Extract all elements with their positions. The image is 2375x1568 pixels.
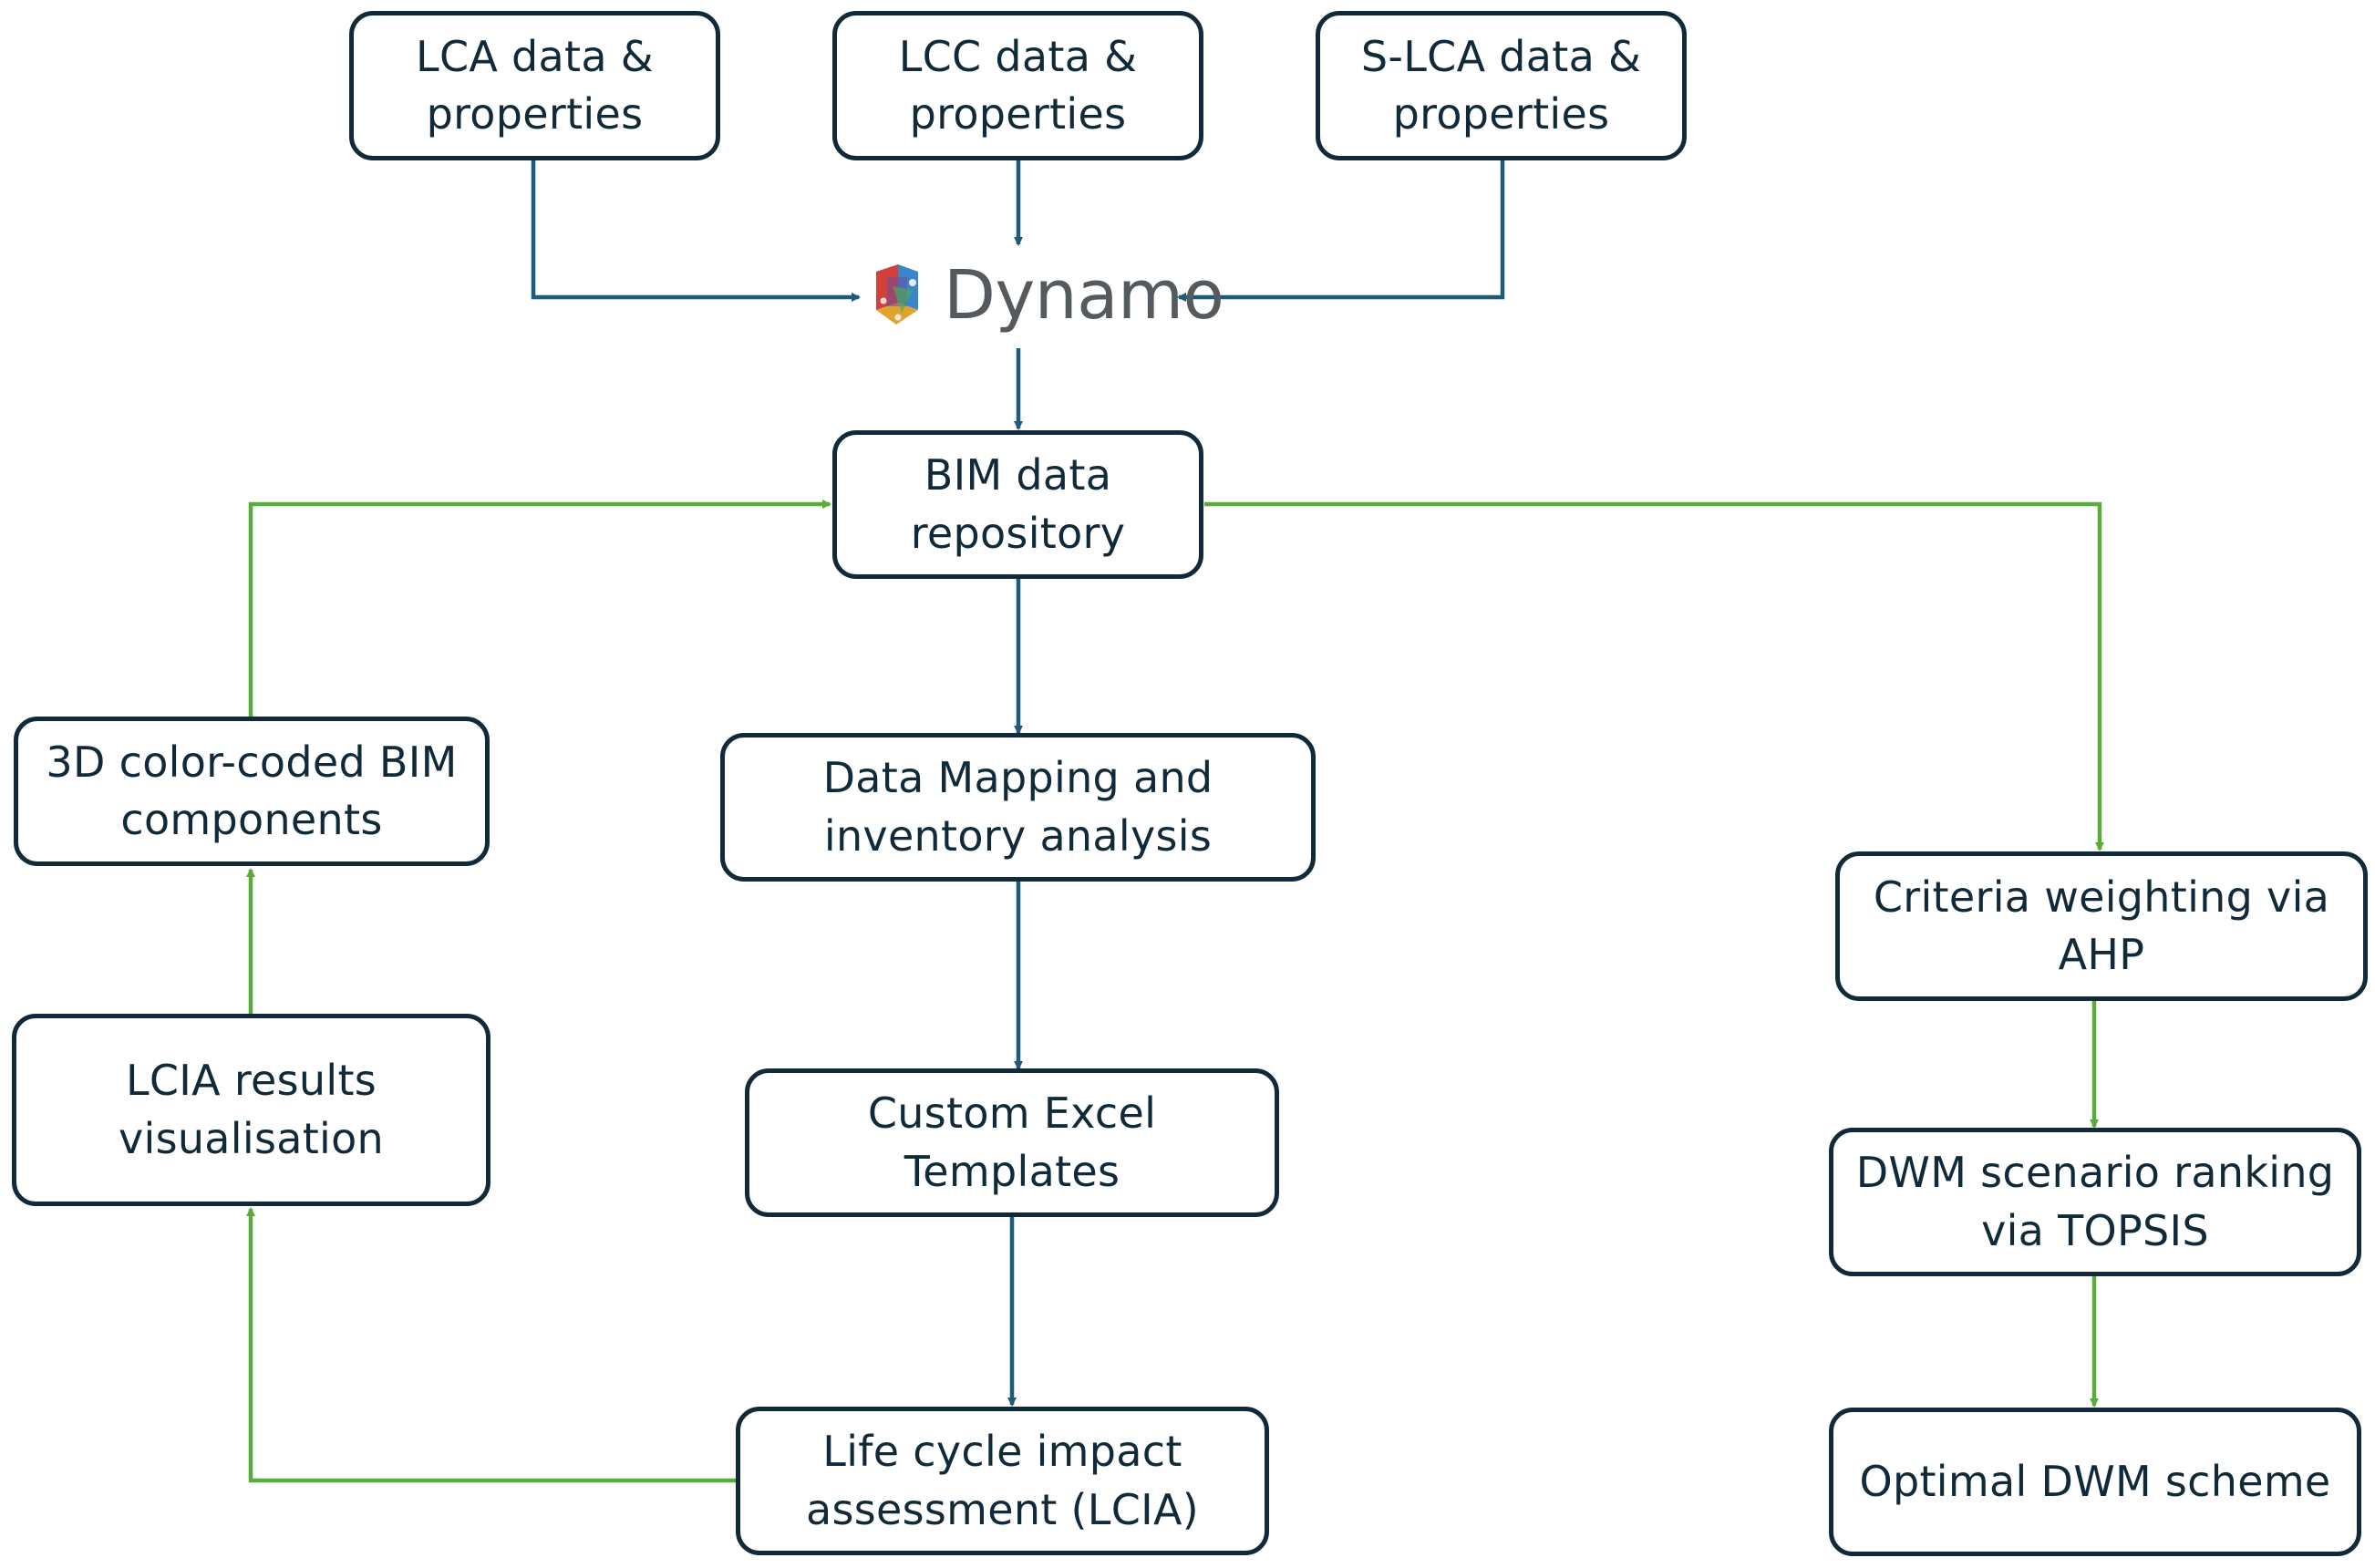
lca-line-2: properties xyxy=(426,89,644,139)
slca-data-box: S-LCA data & properties xyxy=(1316,11,1687,160)
lcc-line-2: properties xyxy=(909,89,1127,139)
arrow-bim3d-to-bim xyxy=(248,500,831,717)
slca-line-1: S-LCA data & xyxy=(1360,31,1642,81)
mapping-line-1: Data Mapping and xyxy=(822,753,1213,803)
lcia-box: Life cycle impact assessment (LCIA) xyxy=(736,1407,1269,1555)
data-mapping-box: Data Mapping and inventory analysis xyxy=(720,733,1316,882)
bim-line-2: repository xyxy=(910,508,1126,558)
optimal-dwm-scheme-box: Optimal DWM scheme xyxy=(1829,1408,2361,1556)
topsis-line-1: DWM scenario ranking xyxy=(1855,1148,2335,1198)
dynamo-logo-label: Dynamo xyxy=(944,256,1224,335)
bim3d-line-2: components xyxy=(120,795,383,844)
excel-line-1: Custom Excel xyxy=(867,1088,1157,1139)
dynamo-logo-icon xyxy=(876,264,918,325)
lca-data-box: LCA data & properties xyxy=(349,11,720,160)
arrow-lca-to-dynamo xyxy=(531,160,861,302)
bim-line-1: BIM data xyxy=(924,450,1112,500)
ahp-line-2: AHP xyxy=(2058,930,2145,979)
lcc-data-box: LCC data & properties xyxy=(832,11,1203,160)
mapping-line-2: inventory analysis xyxy=(823,810,1213,861)
bim3d-line-1: 3D color-coded BIM xyxy=(46,737,458,787)
slca-line-2: properties xyxy=(1392,89,1610,139)
lcia-line-2: assessment (LCIA) xyxy=(805,1484,1200,1534)
ahp-line-1: Criteria weighting via xyxy=(1873,872,2330,922)
dynamo-logo: Dynamo xyxy=(871,255,1224,335)
topsis-box: DWM scenario ranking via TOPSIS xyxy=(1829,1128,2361,1276)
vis-line-2: visualisation xyxy=(118,1113,385,1163)
topsis-line-2: via TOPSIS xyxy=(1981,1205,2209,1255)
lcia-visualisation-box: LCIA results visualisation xyxy=(12,1014,490,1206)
optimal-line-1: Optimal DWM scheme xyxy=(1859,1456,2331,1506)
lca-line-1: LCA data & xyxy=(416,31,654,81)
arrow-bim-to-ahp xyxy=(1204,501,2104,851)
excel-line-2: Templates xyxy=(904,1146,1120,1196)
lcc-line-1: LCC data & xyxy=(898,31,1138,81)
bim-data-repository-box: BIM data repository xyxy=(832,430,1203,579)
bim-3d-components-box: 3D color-coded BIM components xyxy=(14,717,490,866)
vis-line-1: LCIA results xyxy=(125,1056,377,1106)
arrow-lcia-to-vis xyxy=(246,1207,736,1483)
arrow-slca-to-dynamo xyxy=(1177,160,1505,302)
lcia-line-1: Life cycle impact xyxy=(822,1427,1182,1477)
